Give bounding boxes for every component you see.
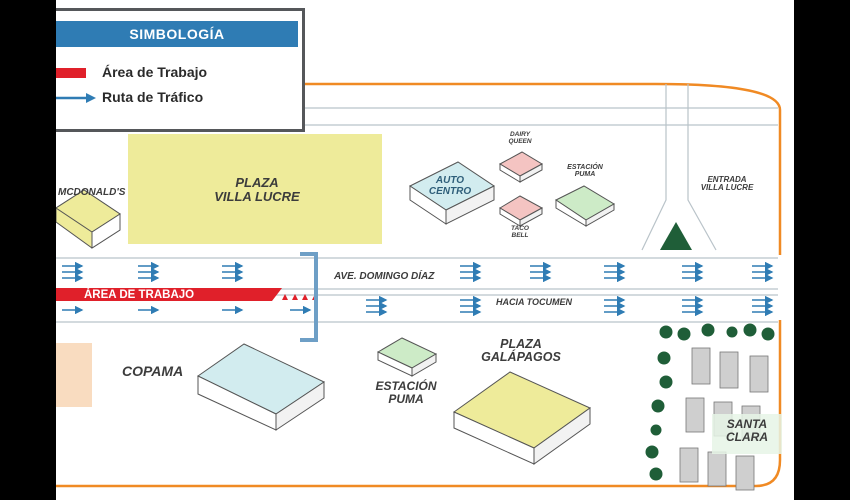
legend-item-label: Ruta de Tráfico	[102, 89, 204, 105]
legend-item-label: Área de Trabajo	[102, 64, 208, 80]
map-stage: SIMBOLOGÍA Área de Trabajo Ruta de Tráfi…	[56, 0, 794, 500]
estacion-puma-bottom-building	[376, 337, 438, 377]
label-taco-bell: TACO BELL	[511, 225, 529, 239]
entrance-road-left	[641, 84, 667, 251]
mcdonalds-building	[56, 189, 121, 249]
label-entrada-villa-lucre: ENTRADA VILLA LUCRE	[700, 175, 754, 193]
red-bar-icon	[56, 68, 86, 78]
label-mcdonalds: MCDONALD'S	[58, 187, 126, 198]
dairy-queen-building	[498, 151, 544, 183]
work-zone-bracket	[300, 252, 318, 342]
label-estacion-puma-top: ESTACIÓN PUMA	[567, 164, 603, 179]
label-area-de-trabajo: ÁREA DE TRABAJO	[84, 289, 195, 301]
label-copama: COPAMA	[122, 363, 184, 379]
legend-item-work-area: Área de Trabajo	[56, 63, 296, 83]
traffic-route-arrows	[62, 261, 774, 317]
plaza-villa-lucre-block	[128, 134, 382, 244]
trees	[644, 322, 776, 482]
entrance-triangle	[660, 222, 692, 250]
label-auto-centro: AUTO CENTRO	[428, 175, 472, 197]
upper-block-outline	[246, 82, 782, 255]
entrance-road-right	[687, 84, 717, 251]
legend-title: SIMBOLOGÍA	[56, 21, 298, 47]
legend-item-traffic-route: Ruta de Tráfico	[56, 88, 296, 108]
work-zone-bar	[56, 288, 282, 301]
copama-building	[197, 343, 326, 431]
taco-bell-building	[499, 195, 544, 227]
santa-clara-label-bg	[712, 414, 782, 454]
label-estacion-puma-bottom: ESTACIÓN PUMA	[375, 379, 437, 406]
label-dairy-queen: DAIRY QUEEN	[508, 131, 532, 145]
blue-arrow-icon	[56, 93, 96, 103]
street-map	[56, 82, 782, 491]
label-santa-clara: SANTA CLARA	[726, 417, 768, 444]
label-hacia-tocumen: HACIA TOCUMEN	[496, 297, 572, 307]
plaza-galapagos-building	[453, 371, 591, 465]
auto-centro-building	[409, 161, 495, 225]
label-plaza-galapagos: PLAZA GALÁPAGOS	[481, 337, 561, 365]
label-plaza-villa-lucre: PLAZA VILLA LUCRE	[214, 175, 300, 204]
legend-panel: SIMBOLOGÍA Área de Trabajo Ruta de Tráfi…	[56, 8, 305, 132]
lower-block-outline	[56, 320, 782, 488]
estacion-puma-top-building	[555, 185, 615, 227]
peach-block	[56, 343, 92, 407]
label-ave-domingo-diaz: AVE. DOMINGO DÍAZ	[334, 271, 435, 282]
